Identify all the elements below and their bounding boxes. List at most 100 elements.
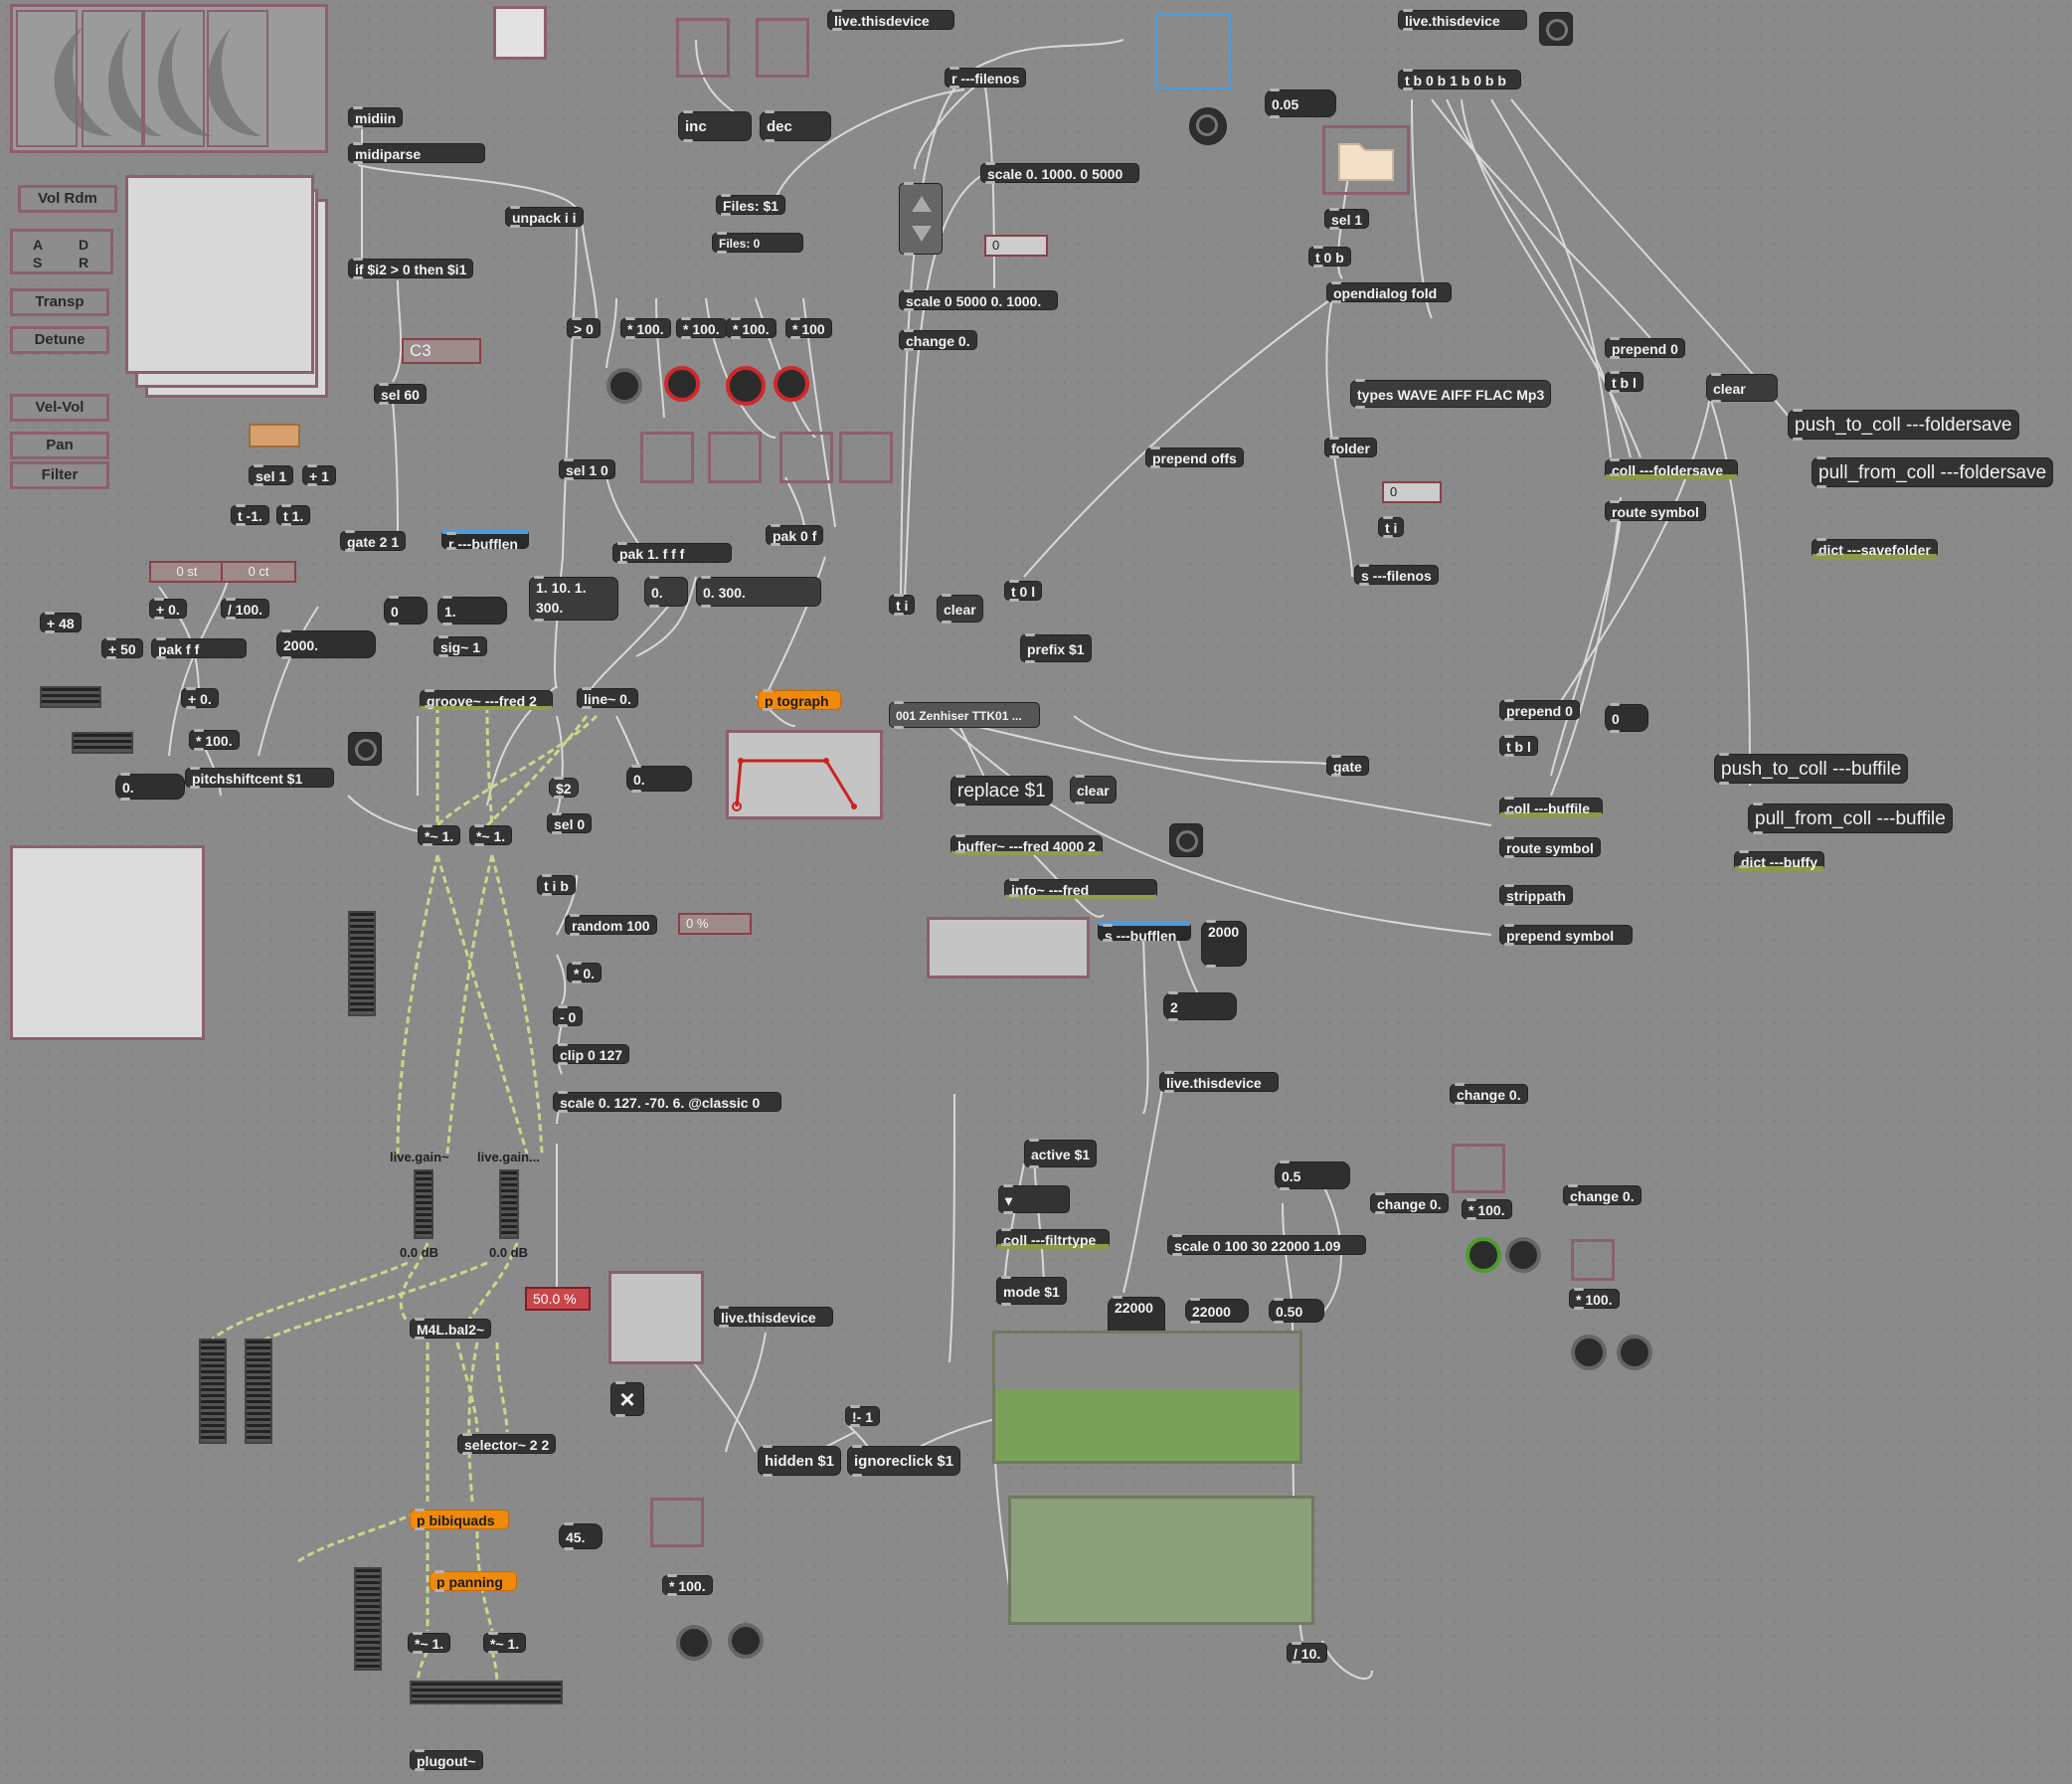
midiparse-object[interactable]: midiparse	[348, 142, 485, 164]
coll-filtrtype[interactable]: coll ---filtrtype	[996, 1228, 1110, 1249]
trigger-bl-2[interactable]: t b l	[1499, 735, 1538, 757]
filter-dial-2[interactable]	[1505, 1237, 1541, 1273]
note-display[interactable]: C3	[402, 338, 481, 364]
file-umenu[interactable]: 001 Zenhiser TTK01 ...	[889, 701, 1040, 729]
sig-mult-c[interactable]: *~ 1.	[408, 1632, 451, 1654]
dict-savefolder[interactable]: dict ---savefolder	[1812, 538, 1938, 559]
scale-object-1[interactable]: scale 0. 1000. 0 5000	[980, 162, 1139, 184]
tab-vol-rdm[interactable]: Vol Rdm	[18, 185, 117, 213]
pak-fff-object[interactable]: pak 1. f f f	[612, 542, 732, 564]
push-to-coll-foldersave[interactable]: push_to_coll ---foldersave	[1788, 409, 2019, 441]
strippath-object[interactable]: strippath	[1499, 884, 1573, 906]
pull-from-coll-buffile[interactable]: pull_from_coll ---buffile	[1748, 803, 1953, 834]
div-100-object[interactable]: / 100.	[221, 598, 270, 620]
trigger-bl-object[interactable]: t b l	[1605, 371, 1643, 393]
times-100b-object[interactable]: * 100.	[662, 1574, 713, 1596]
opendialog-object[interactable]: opendialog fold	[1326, 281, 1452, 303]
filter-display[interactable]	[1008, 1496, 1314, 1625]
push-to-coll-buffile[interactable]: push_to_coll ---buffile	[1714, 753, 1909, 785]
q-number[interactable]: 0.50	[1269, 1298, 1324, 1324]
pak-ff-object[interactable]: pak f f	[151, 637, 247, 659]
route-symbol-2[interactable]: route symbol	[1499, 836, 1601, 858]
plus-1-object[interactable]: + 1	[302, 464, 336, 486]
close-x-button[interactable]: ×	[610, 1381, 644, 1417]
sel-0-object[interactable]: sel 0	[547, 812, 593, 834]
red-dial-1[interactable]	[664, 366, 700, 402]
gain-slider-2[interactable]	[499, 1169, 519, 1239]
bang-button-1[interactable]	[348, 732, 382, 766]
filter-type-menu[interactable]: ▾	[998, 1184, 1070, 1214]
folder-object[interactable]: folder	[1324, 437, 1377, 458]
toggle-frame-a[interactable]	[640, 432, 694, 483]
hidden-message[interactable]: hidden $1	[758, 1445, 842, 1477]
scale-classic-object[interactable]: scale 0. 127. -70. 6. @classic 0	[553, 1091, 781, 1113]
coll-buffile[interactable]: coll ---buffile	[1499, 797, 1603, 817]
message-0-300[interactable]: 0. 300.	[696, 576, 821, 608]
prefix-object[interactable]: prefix $1	[1020, 633, 1092, 663]
random-percent[interactable]: 0 %	[678, 913, 752, 935]
dict-buffy[interactable]: dict ---buffy	[1734, 850, 1824, 871]
m4l-balance-object[interactable]: M4L.bal2~	[410, 1318, 492, 1339]
selected-frame[interactable]	[1155, 14, 1231, 89]
trigger-i-2[interactable]: t i	[1378, 516, 1405, 538]
gain-slider-1[interactable]	[414, 1169, 433, 1239]
gate-object[interactable]: gate	[1326, 755, 1369, 777]
green-dial[interactable]	[1466, 1237, 1501, 1273]
coll-foldersave[interactable]: coll ---foldersave	[1605, 458, 1738, 479]
sel-1b-object[interactable]: sel 1	[1324, 208, 1370, 230]
clear-message-2[interactable]: clear	[1070, 775, 1117, 804]
tab-adsr[interactable]: A D S R	[10, 229, 113, 274]
dollar-2-message[interactable]: $2	[549, 777, 579, 799]
number-45[interactable]: 45.	[559, 1522, 603, 1550]
dec-button[interactable]: dec	[760, 110, 831, 142]
number-2000[interactable]: 2000	[1201, 920, 1247, 968]
number-box-int-zero[interactable]: 0	[384, 596, 428, 625]
trigger-0l-object[interactable]: t 0 l	[1004, 580, 1043, 602]
dial-top[interactable]	[1189, 107, 1227, 145]
panning-subpatch[interactable]: p panning	[430, 1570, 517, 1592]
live-thisdevice-1[interactable]: live.thisdevice	[827, 9, 954, 31]
live-thisdevice-3[interactable]: live.thisdevice	[1159, 1071, 1279, 1093]
output-dial[interactable]	[676, 1625, 712, 1661]
plus-48-object[interactable]: + 48	[40, 612, 82, 633]
times-100c-object[interactable]: * 100.	[1462, 1198, 1512, 1220]
send-bufflen[interactable]: s ---bufflen	[1098, 921, 1191, 944]
send-filenos[interactable]: s ---filenos	[1354, 564, 1439, 586]
receive-filenos[interactable]: r ---filenos	[945, 67, 1027, 89]
tab-transp[interactable]: Transp	[10, 288, 109, 316]
unpack-object[interactable]: unpack i i	[505, 206, 584, 228]
message-list[interactable]: 1. 10. 1. 300.	[529, 576, 618, 622]
zero-box[interactable]: 0	[984, 235, 1048, 257]
times-100d-object[interactable]: * 100.	[1569, 1288, 1620, 1310]
semitone-number[interactable]: 0 st	[149, 561, 225, 583]
bibiquads-subpatch[interactable]: p bibiquads	[410, 1509, 509, 1530]
files-message[interactable]: Files: $1	[716, 194, 786, 216]
grey-dial[interactable]	[606, 368, 642, 404]
trigger-neg1-object[interactable]: t -1.	[231, 504, 269, 526]
filter-dial-4[interactable]	[1617, 1335, 1652, 1370]
tab-pan[interactable]: Pan	[10, 432, 109, 459]
minus-zero-object[interactable]: - 0	[553, 1005, 584, 1027]
trigger-i-object[interactable]: t i	[889, 594, 916, 616]
not-minus-object[interactable]: !- 1	[845, 1405, 880, 1427]
gate-2-1-object[interactable]: gate 2 1	[340, 530, 407, 552]
div-10-object[interactable]: / 10.	[1287, 1642, 1328, 1664]
freq-number-2[interactable]: 22000	[1185, 1298, 1249, 1324]
tograph-subpatch[interactable]: p tograph	[758, 689, 841, 711]
value-05[interactable]: 0.5	[1275, 1160, 1350, 1190]
transpose-number[interactable]	[249, 424, 300, 447]
value-005[interactable]: 0.05	[1265, 89, 1336, 118]
change-object-a[interactable]: change 0.	[899, 329, 977, 351]
buffer-object[interactable]: buffer~ ---fred 4000 2	[950, 834, 1103, 855]
bang-button-2[interactable]	[1169, 823, 1203, 857]
gt-zero-object[interactable]: > 0	[567, 317, 601, 339]
sig-mult-a[interactable]: *~ 1.	[418, 824, 461, 846]
trigger-0b-object[interactable]: t 0 b	[1308, 246, 1351, 268]
groove-object[interactable]: groove~ ---fred 2	[420, 689, 553, 710]
inc-frame[interactable]	[676, 18, 730, 78]
envelope-display-frame[interactable]	[10, 4, 328, 153]
toggle-frame-b[interactable]	[708, 432, 762, 483]
pull-from-coll-foldersave[interactable]: pull_from_coll ---foldersave	[1812, 456, 2054, 488]
sel-1-object[interactable]: sel 1	[249, 464, 294, 486]
filter-dial-3[interactable]	[1571, 1335, 1607, 1370]
